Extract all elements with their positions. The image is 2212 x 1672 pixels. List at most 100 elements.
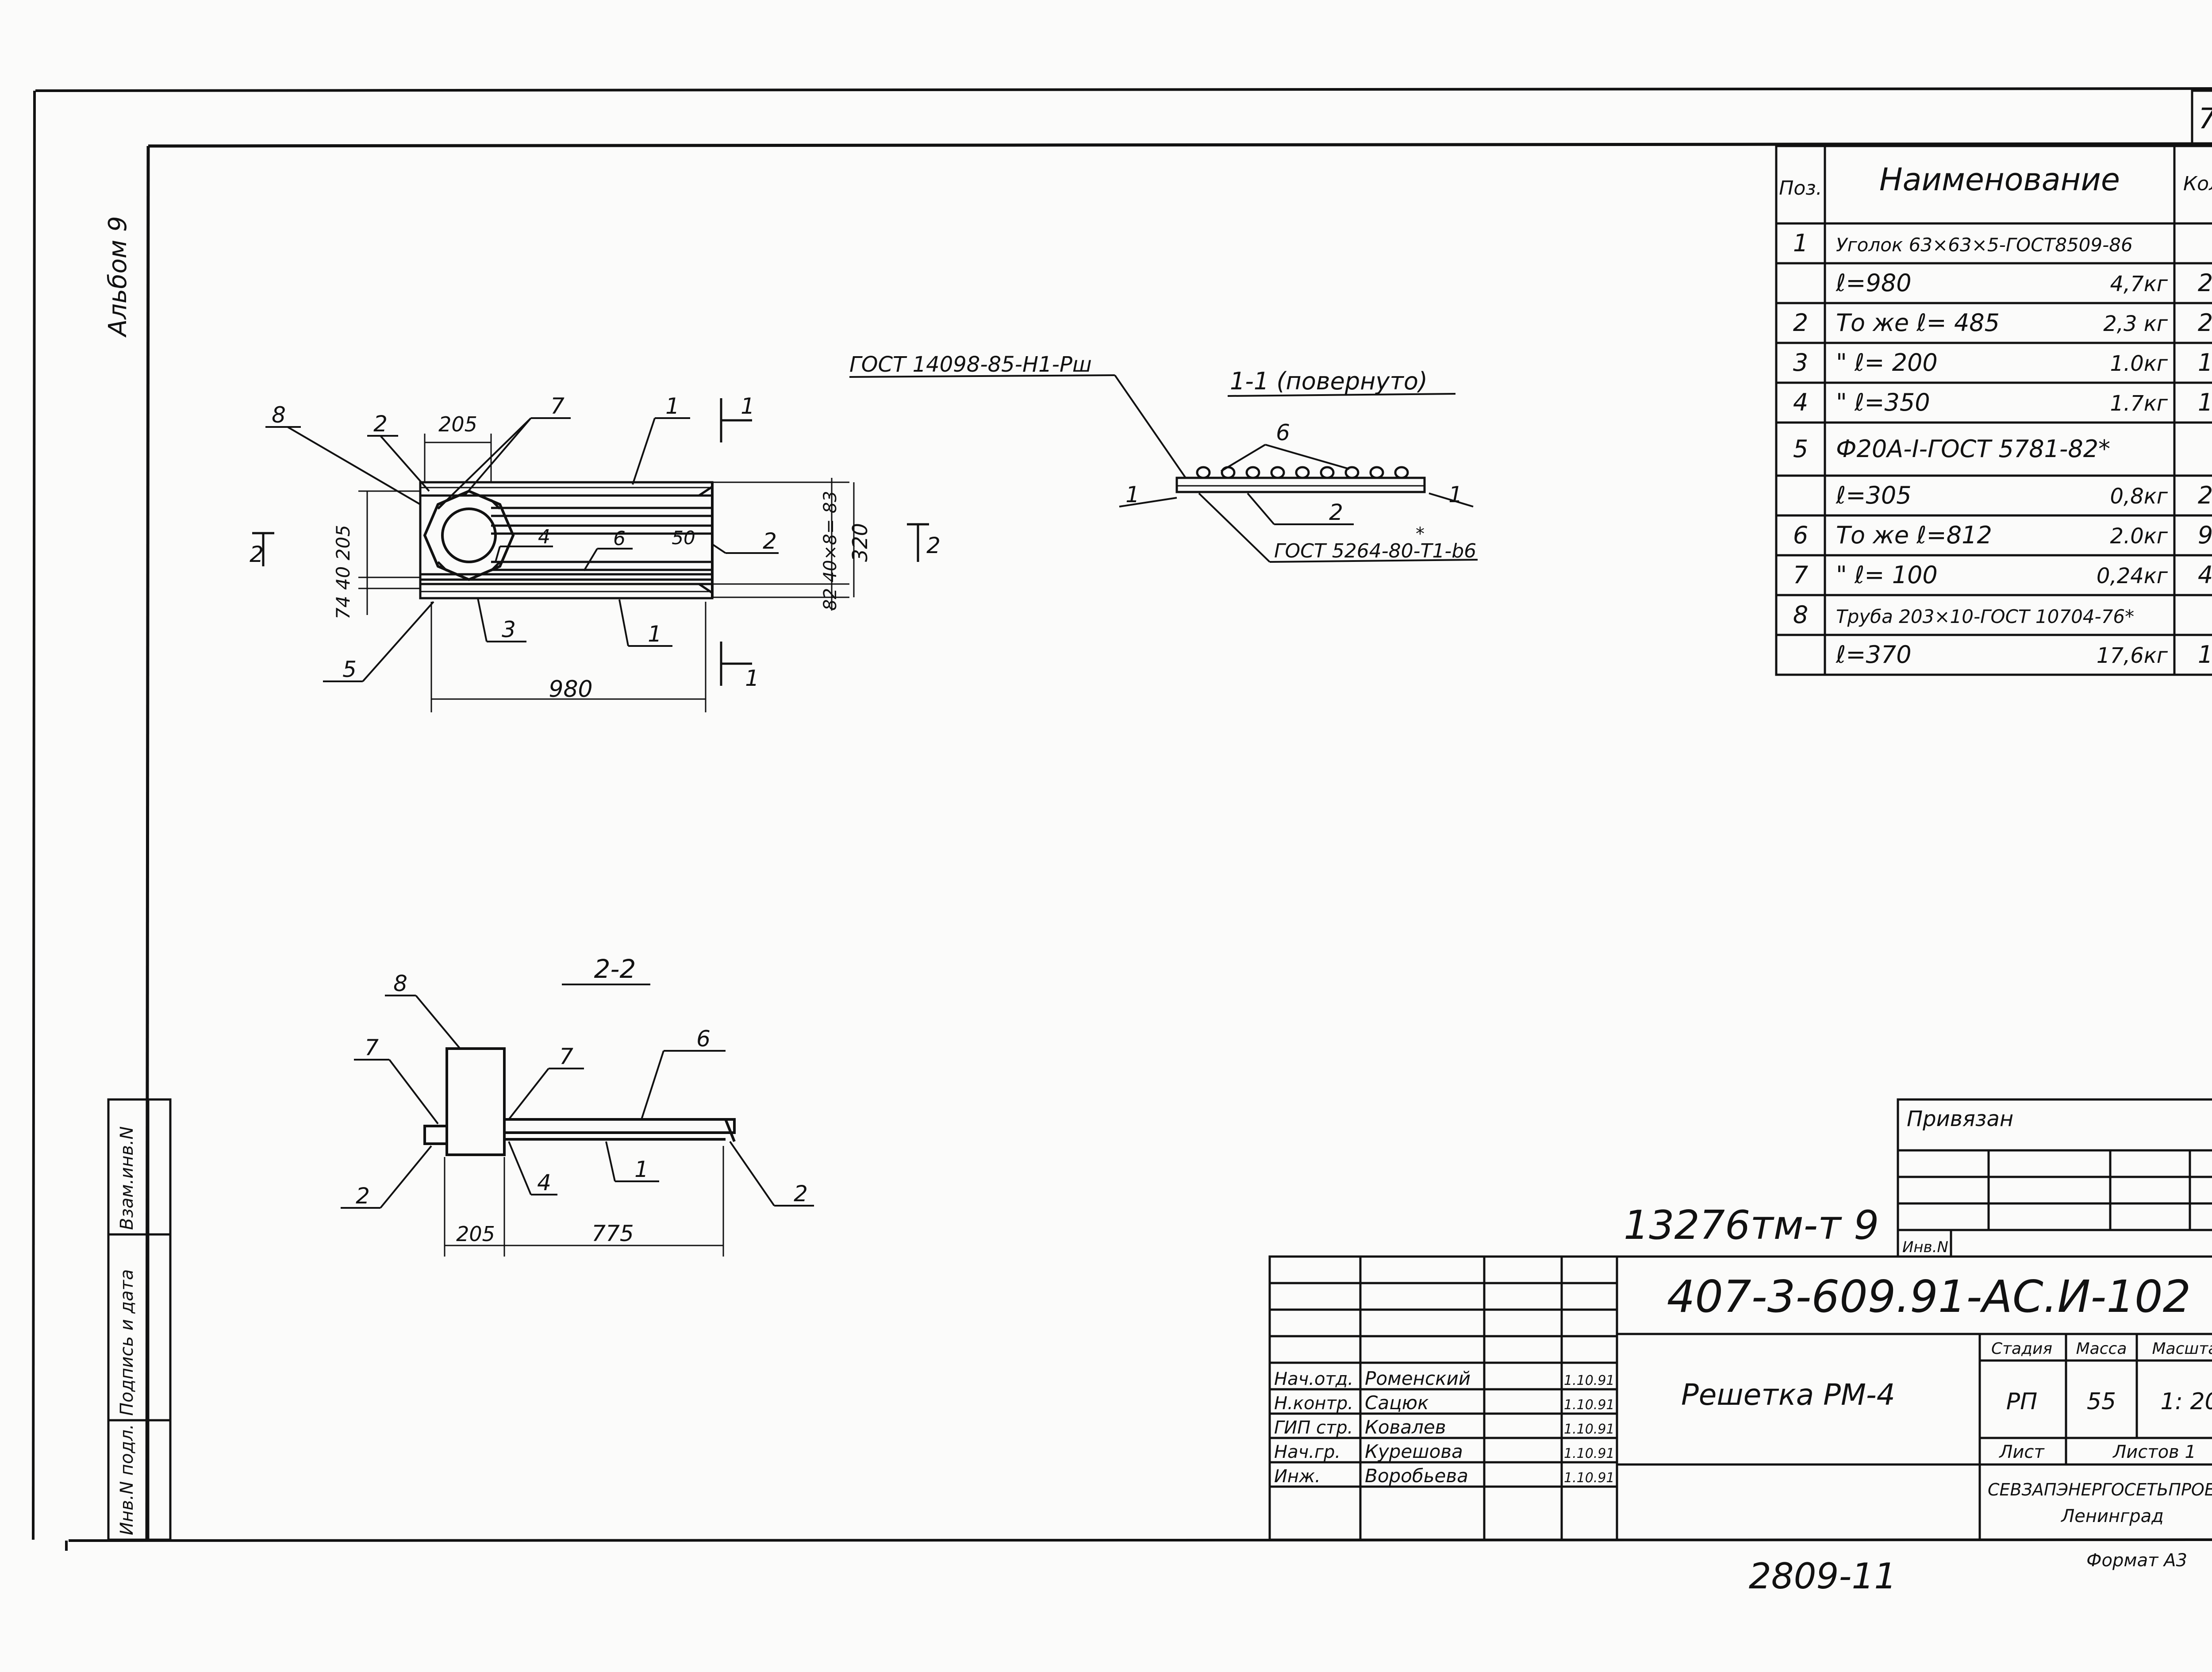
spec-row-pos: 8 bbox=[1793, 601, 1808, 629]
spec-row-name: ℓ=305 bbox=[1836, 481, 1912, 509]
plan-callout-6: 6 bbox=[613, 527, 626, 550]
album-label: Альбом 9 bbox=[104, 216, 132, 338]
rod-section-9 bbox=[1394, 466, 1409, 479]
spec-row-qty: 1 bbox=[2198, 349, 2212, 377]
spec-row-name: " ℓ= 100 bbox=[1836, 561, 1938, 589]
section-1-1-weld-bottom: ГОСТ 5264-80-Т1-b6 bbox=[1274, 540, 1476, 562]
spec-row-mass: 0,8кг bbox=[2110, 484, 2168, 509]
staff-date: 1.10.91 bbox=[1564, 1397, 1615, 1413]
title-block: 407-3-609.91-АС.И-102 Решетка РМ-4 Стади… bbox=[1268, 1255, 2212, 1541]
section-2-2-callout-2-right: 2 bbox=[794, 1181, 808, 1207]
section-1-1: 1-1 (повернуто) ГОСТ 14098-85-Н1-Рш 6 1 … bbox=[849, 352, 1478, 563]
section-mark-1-top: 1 bbox=[741, 393, 755, 419]
side-stamp-inv: Инв.N подл. bbox=[117, 1424, 137, 1535]
staff-name: Ковалев bbox=[1365, 1416, 1446, 1438]
plan-callout-3: 3 bbox=[502, 617, 516, 642]
spec-row-pos: 4 bbox=[1793, 388, 1808, 416]
spec-row-mass: 4,7кг bbox=[2110, 272, 2168, 296]
spec-row-name: " ℓ= 200 bbox=[1836, 349, 1938, 377]
plan-dim-980: 980 bbox=[549, 676, 592, 703]
section-mark-1-bottom: 1 bbox=[745, 665, 759, 691]
spec-row-name: Ф20А-I-ГОСТ 5781-82* bbox=[1836, 435, 2110, 463]
section-1-1-star: * bbox=[1416, 524, 1425, 544]
spec-row-name: Труба 203×10-ГОСТ 10704-76* bbox=[1836, 606, 2134, 627]
staff-date: 1.10.91 bbox=[1564, 1422, 1615, 1437]
section-1-1-title: 1-1 (повернуто) bbox=[1230, 367, 1428, 395]
spec-row-mass: 2,3 кг bbox=[2103, 311, 2168, 336]
section-2-2-dim-205: 205 bbox=[456, 1222, 495, 1246]
plan-callout-1-bottom: 1 bbox=[648, 621, 662, 647]
spec-row-name: Уголок 63×63×5-ГОСТ8509-86 bbox=[1836, 234, 2133, 256]
plan-callout-7: 7 bbox=[550, 393, 565, 419]
title-org-line2: Ленинград bbox=[2060, 1506, 2164, 1526]
staff-role: ГИП стр. bbox=[1274, 1418, 1353, 1438]
spec-row-mass: 0,24кг bbox=[2097, 564, 2168, 588]
spec-row-mass: 1.7кг bbox=[2110, 391, 2168, 416]
plan-callout-1-top: 1 bbox=[665, 393, 680, 419]
sheet-number-box: 79 bbox=[2191, 89, 2212, 145]
spec-row-pos: 3 bbox=[1793, 349, 1808, 377]
plan-dim-320: 320 bbox=[848, 523, 872, 562]
spec-row-pos: 5 bbox=[1793, 435, 1808, 463]
side-stamp-signature: Подпись и дата bbox=[117, 1269, 137, 1416]
spec-row-name: То же ℓ=812 bbox=[1836, 521, 1992, 549]
section-1-1-weld-top: ГОСТ 14098-85-Н1-Рш bbox=[849, 352, 1092, 377]
title-stage-label: Стадия bbox=[1991, 1340, 2052, 1358]
spec-header-name: Наименование bbox=[1879, 161, 2120, 198]
section-1-1-callout-6: 6 bbox=[1276, 420, 1290, 446]
section-2-2-callout-4: 4 bbox=[537, 1170, 551, 1195]
plan-dim-50: 50 bbox=[672, 527, 695, 549]
plan-view: 205 980 50 74 40 205 82 40×8= 83 320 8 2… bbox=[250, 393, 941, 712]
sheet-border bbox=[32, 87, 2212, 1551]
section-mark-2-right: 2 bbox=[926, 533, 941, 558]
staff-date: 1.10.91 bbox=[1564, 1446, 1615, 1461]
rod-section-6 bbox=[1320, 466, 1335, 479]
section-1-1-callout-2: 2 bbox=[1329, 500, 1343, 525]
side-stamp-replace: Взам.инв.N bbox=[117, 1126, 137, 1230]
plan-callout-5: 5 bbox=[342, 657, 357, 682]
spec-row-qty: 1 bbox=[2198, 641, 2212, 669]
spec-row-mass: 1.0кг bbox=[2110, 351, 2168, 376]
sheet-number: 79 bbox=[2198, 103, 2212, 135]
plan-callout-2: 2 bbox=[373, 411, 388, 437]
binding-label: Привязан bbox=[1907, 1107, 2013, 1131]
section-2-2-title: 2-2 bbox=[594, 954, 636, 984]
staff-role: Инж. bbox=[1274, 1466, 1321, 1487]
spec-row-name: То же ℓ= 485 bbox=[1836, 309, 2000, 337]
section-2-2: 2-2 8 7 7 6 2 2 4 bbox=[341, 954, 814, 1257]
spec-row-qty: 4 bbox=[2198, 561, 2212, 589]
staff-name: Воробьева bbox=[1365, 1465, 1468, 1487]
bottom-number: 2809-11 bbox=[1749, 1556, 1897, 1597]
section-1-1-callout-1-left: 1 bbox=[1125, 482, 1140, 507]
title-sheet-label: Лист bbox=[1998, 1442, 2045, 1462]
spec-row-qty: 2 bbox=[2198, 269, 2212, 297]
title-stage: РП bbox=[2006, 1388, 2037, 1415]
spec-row-qty: 9 bbox=[2198, 521, 2212, 549]
staff-name: Курешова bbox=[1365, 1441, 1463, 1462]
title-scale-label: Масштаб bbox=[2152, 1340, 2212, 1358]
spec-header-pos: Поз. bbox=[1779, 177, 1822, 200]
title-drawing-name: Решетка РМ-4 bbox=[1681, 1378, 1895, 1412]
format-label: Формат А3 bbox=[2086, 1550, 2187, 1571]
spec-row-name: ℓ=980 bbox=[1836, 269, 1912, 297]
spec-row-mass: 17,6кг bbox=[2097, 643, 2168, 668]
spec-row-pos: 6 bbox=[1793, 521, 1808, 549]
section-2-2-dim-775: 775 bbox=[591, 1221, 634, 1246]
section-2-2-callout-1: 1 bbox=[634, 1157, 649, 1182]
title-sheets-label: Листов 1 bbox=[2112, 1442, 2196, 1462]
section-1-1-rods bbox=[1196, 466, 1409, 479]
title-org-line1: СЕВЗАПЭНЕРГОСЕТЬПРОЕКТ bbox=[1988, 1480, 2212, 1499]
spec-row-pos: 7 bbox=[1793, 561, 1808, 589]
staff-name: Сацюк bbox=[1365, 1392, 1429, 1414]
staff-role: Нач.гр. bbox=[1274, 1442, 1340, 1462]
rod-section-5 bbox=[1295, 466, 1310, 479]
staff-role: Нач.отд. bbox=[1274, 1369, 1353, 1389]
rod-section-7 bbox=[1344, 466, 1359, 479]
staff-date: 1.10.91 bbox=[1564, 1373, 1615, 1388]
staff-date: 1.10.91 bbox=[1564, 1470, 1615, 1486]
rod-section-3 bbox=[1245, 466, 1260, 479]
section-2-2-callout-2-left: 2 bbox=[356, 1183, 370, 1209]
